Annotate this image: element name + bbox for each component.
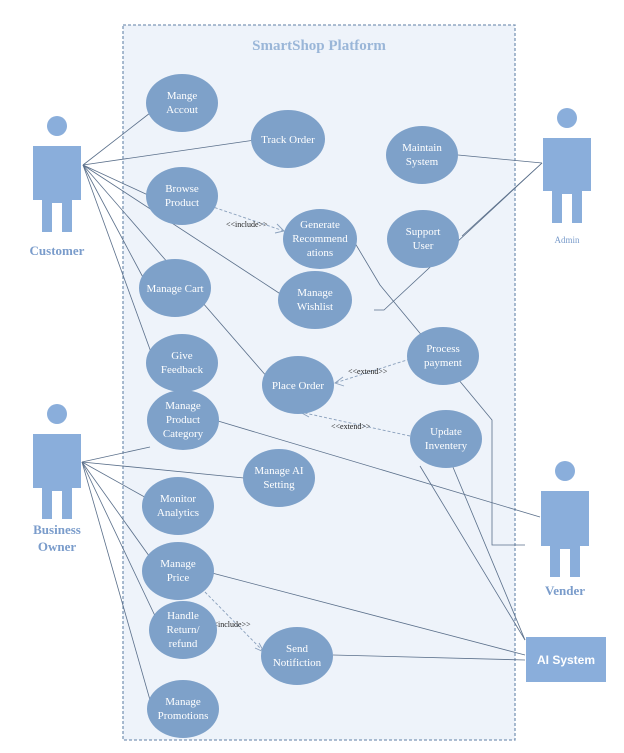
extend-update-place [299, 411, 411, 437]
arrow-head-extend-1 [334, 376, 345, 387]
usecase-generate-recommendations [283, 209, 357, 269]
assoc-ai-update-inventory [444, 447, 526, 641]
usecase-manage-wishlist [278, 271, 352, 329]
usecase-browse-product [146, 167, 218, 225]
assoc-vender-manage-product-category [217, 420, 541, 518]
usecase-label: Place Order [272, 380, 325, 392]
actor-label-admin: Admin [554, 235, 580, 245]
actor-label-vender: Vender [545, 583, 585, 598]
usecase-place-order [262, 356, 334, 414]
assoc-owner-manage-ai-setting [81, 461, 245, 479]
actor-head [555, 461, 575, 481]
include-handle-send [204, 591, 265, 653]
actor-body [543, 138, 591, 223]
system-title: SmartShop Platform [252, 38, 386, 54]
assoc-customer-browse-product [82, 164, 149, 196]
actor-body [541, 491, 589, 577]
actor-business-owner [33, 404, 81, 519]
usecase-manage-cart [139, 259, 211, 317]
usecase-support-user [387, 210, 459, 268]
usecase-manage-ai-setting [243, 449, 315, 507]
usecase-label: Track Order [261, 134, 315, 146]
assoc-owner-handle-return [81, 461, 157, 619]
include-label-1: <<include>> [226, 220, 268, 229]
usecase-manage-price [142, 542, 214, 600]
assoc-customer-track-order [82, 139, 256, 166]
include-label-2: <<include>> [209, 620, 251, 629]
usecase-update-inventory [410, 410, 482, 468]
actor-customer [33, 116, 81, 232]
usecase-manage-account [146, 74, 218, 132]
assoc-owner-manage-price [81, 461, 153, 561]
assoc-owner-monitor-analytics [81, 461, 151, 501]
assoc-owner-manage-promotions [81, 461, 151, 701]
usecase-track-order [251, 110, 325, 168]
assoc-ai-send-notification [332, 654, 526, 661]
assoc-ai-manage-product-category [419, 465, 526, 641]
actor-body [33, 146, 81, 232]
usecase-handle-return-refund [149, 601, 217, 659]
assoc-customer-manage-wishlist [82, 164, 283, 296]
assoc-customer-manage-account [82, 112, 151, 166]
assoc-owner-manage-product-category [81, 446, 151, 463]
usecase-manage-product-category [147, 390, 219, 450]
usecase-process-payment [407, 327, 479, 385]
dependency-lines [204, 205, 411, 653]
assoc-admin-maintain-system [457, 154, 543, 164]
usecase-send-notification [261, 627, 333, 685]
extend-process-place [334, 358, 411, 384]
arrow-head-include-1 [274, 223, 285, 234]
actor-admin [543, 108, 591, 223]
actor-vender [541, 461, 589, 577]
usecase-label: Manage Cart [146, 283, 203, 295]
assoc-ai-generate-recommendations [351, 237, 525, 546]
extend-label-2: <<extend>> [331, 422, 371, 431]
assoc-customer-give-feedback [82, 164, 153, 356]
usecase-maintain-system [386, 126, 458, 184]
usecase-manage-promotions [147, 680, 219, 738]
include-browse-generate [209, 205, 285, 232]
association-lines [81, 112, 543, 701]
use-cases [139, 74, 482, 738]
actor-head [557, 108, 577, 128]
assoc-admin-boundary [374, 162, 543, 311]
actor-label-customer: Customer [30, 243, 85, 258]
usecase-give-feedback [146, 334, 218, 392]
actor-body [33, 434, 81, 519]
actor-head [47, 404, 67, 424]
extend-label-1: <<extend>> [348, 367, 388, 376]
assoc-customer-manage-cart [82, 164, 147, 284]
actor-head [47, 116, 67, 136]
usecase-monitor-analytics [142, 477, 214, 535]
ai-system-label: AI System [537, 653, 595, 667]
ai-system-box [526, 637, 606, 682]
assoc-ai-manage-price [211, 572, 526, 656]
